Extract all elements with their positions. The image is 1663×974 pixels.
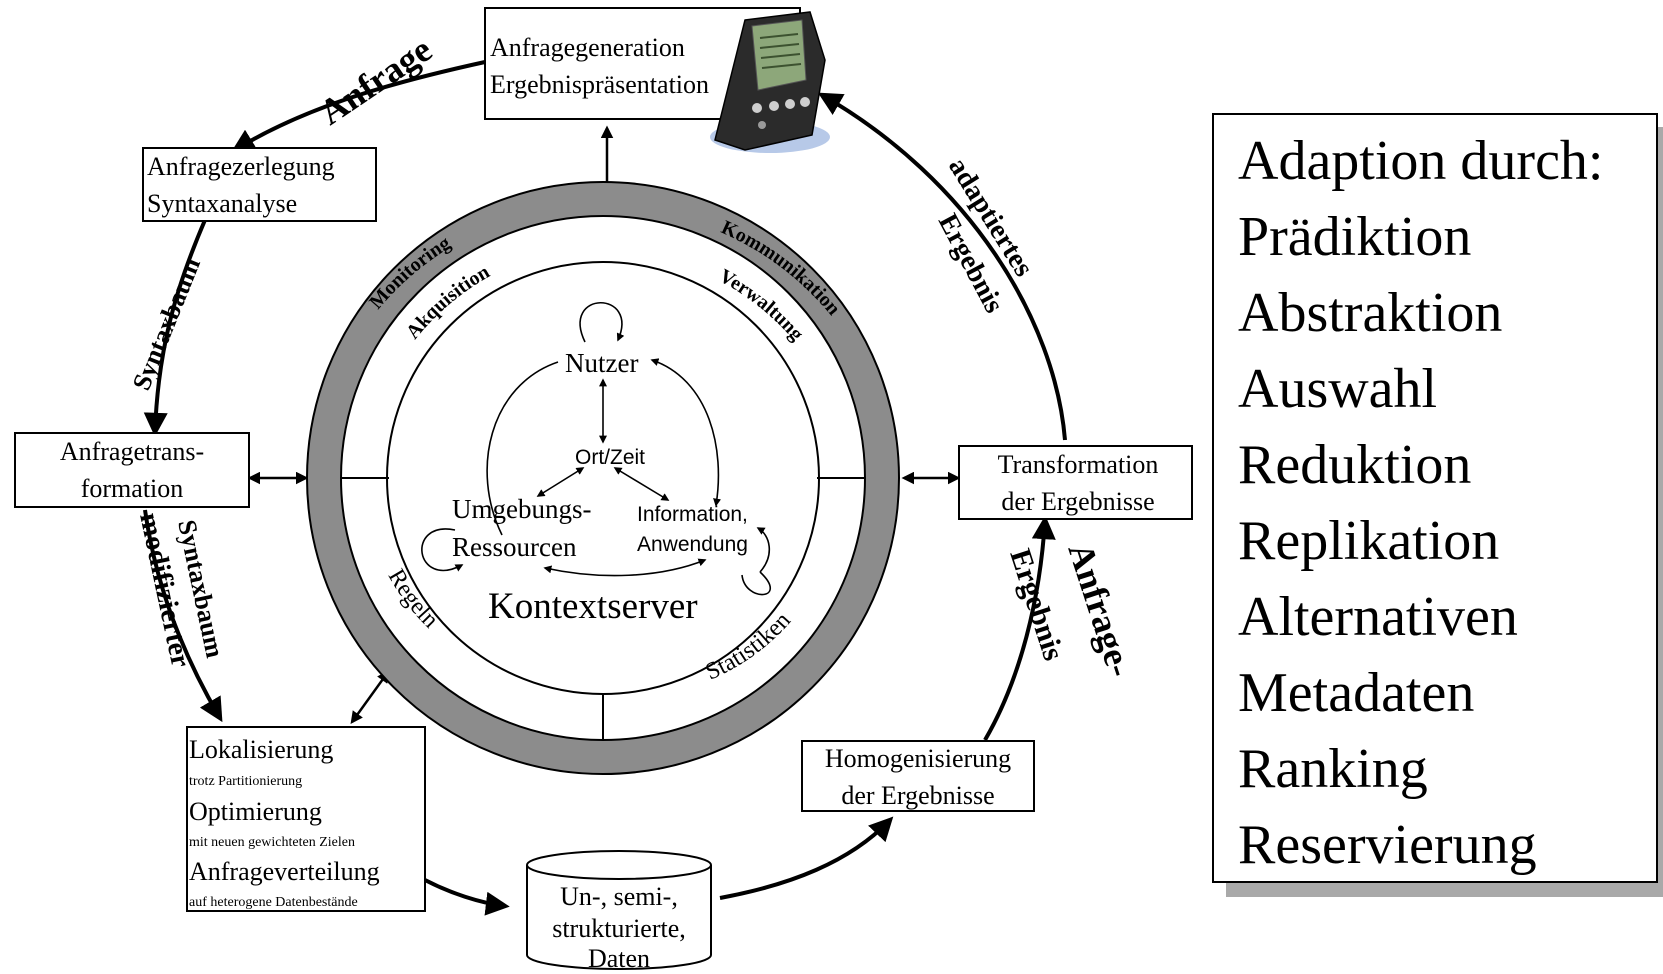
anfragetransformation-line2: formation bbox=[81, 474, 184, 503]
flow-label-anfrage: Anfrage bbox=[312, 29, 439, 133]
lokalisierung-note2: mit neuen gewichteten Zielen bbox=[189, 835, 355, 850]
box-lokalisierung: Lokalisierung trotz Partitionierung Opti… bbox=[186, 726, 426, 912]
box-anfragetransformation: Anfragetrans- formation bbox=[14, 432, 250, 508]
adaption-item-ranking: Ranking bbox=[1238, 738, 1428, 800]
database-cylinder: Un-, semi-, strukturierte, Daten bbox=[526, 850, 712, 973]
anfragegeneration-line2: Ergebnispräsentation bbox=[490, 70, 709, 99]
arrow-syntaxbaum bbox=[143, 219, 207, 437]
adaption-panel: Adaption durch: Prädiktion Abstraktion A… bbox=[1212, 113, 1658, 883]
anfragegeneration-line1: Anfragegeneration bbox=[490, 33, 685, 62]
lokalisierung-line1: Lokalisierung bbox=[189, 735, 333, 764]
adaption-item-reservierung: Reservierung bbox=[1238, 814, 1537, 876]
pda-device-icon bbox=[710, 11, 830, 153]
transformation-line1: Transformation bbox=[998, 450, 1159, 479]
arrow-from-datenbank bbox=[719, 816, 894, 900]
arrow-anfrage-ergebnis bbox=[983, 515, 1056, 742]
adaption-title: Adaption durch: bbox=[1238, 130, 1604, 192]
box-transformation: Transformation der Ergebnisse bbox=[958, 445, 1193, 520]
connector-bottom-left bbox=[350, 669, 390, 725]
anfragezerlegung-line1: Anfragezerlegung bbox=[147, 152, 335, 181]
transformation-line2: der Ergebnisse bbox=[1001, 487, 1154, 516]
lokalisierung-line3: Anfrageverteilung bbox=[189, 857, 380, 886]
server-inner-disk bbox=[340, 215, 866, 741]
node-information-line2: Anwendung bbox=[637, 533, 748, 556]
node-umgebung-line1: Umgebungs- bbox=[452, 494, 591, 524]
adaption-item-auswahl: Auswahl bbox=[1238, 358, 1438, 420]
server-title: Kontextserver bbox=[488, 586, 698, 627]
flow-label-syntaxbaum: Syntaxbaum bbox=[127, 253, 207, 394]
arrow-modifizierter-syntaxbaum bbox=[143, 509, 223, 723]
adaption-item-metadaten: Metadaten bbox=[1238, 662, 1475, 724]
adaption-item-praediktion: Prädiktion bbox=[1238, 206, 1472, 268]
node-umgebung-line2: Ressourcen bbox=[452, 532, 577, 562]
lokalisierung-note3: auf heterogene Datenbestände bbox=[189, 895, 358, 910]
adaption-item-abstraktion: Abstraktion bbox=[1238, 282, 1503, 344]
datenbank-line1: Un-, semi-, bbox=[560, 882, 678, 911]
adaption-item-replikation: Replikation bbox=[1238, 510, 1500, 572]
arrow-to-datenbank bbox=[424, 878, 510, 916]
context-relations bbox=[421, 301, 771, 596]
box-anfragezerlegung: Anfragezerlegung Syntaxanalyse bbox=[142, 147, 377, 222]
flow-label-anfrage-ergebnis-2: Ergebnis bbox=[1003, 545, 1070, 665]
arrow-anfrage bbox=[230, 60, 486, 153]
flow-label-anfrage-ergebnis-1: Anfrage- bbox=[1060, 538, 1141, 682]
anfragezerlegung-line2: Syntaxanalyse bbox=[147, 189, 297, 218]
arrow-adaptiertes-ergebnis bbox=[817, 92, 1067, 441]
node-nutzer: Nutzer bbox=[565, 348, 638, 378]
adaption-item-alternativen: Alternativen bbox=[1238, 586, 1518, 648]
homogenisierung-line1: Homogenisierung bbox=[825, 744, 1011, 773]
adaption-item-reduktion: Reduktion bbox=[1238, 434, 1472, 496]
homogenisierung-line2: der Ergebnisse bbox=[841, 781, 994, 810]
node-ort-zeit: Ort/Zeit bbox=[575, 446, 645, 469]
lokalisierung-line2: Optimierung bbox=[189, 797, 322, 826]
node-information-line1: Information, bbox=[637, 503, 748, 526]
datenbank-line3: Daten bbox=[588, 944, 650, 973]
flow-arrows bbox=[143, 60, 1067, 916]
anfragetransformation-line1: Anfragetrans- bbox=[60, 437, 204, 466]
kontextserver: Monitoring Akquisition Kommunikation Ver… bbox=[306, 181, 900, 775]
box-homogenisierung: Homogenisierung der Ergebnisse bbox=[801, 740, 1035, 812]
lokalisierung-note1: trotz Partitionierung bbox=[189, 774, 302, 789]
datenbank-line2: strukturierte, bbox=[552, 914, 686, 943]
